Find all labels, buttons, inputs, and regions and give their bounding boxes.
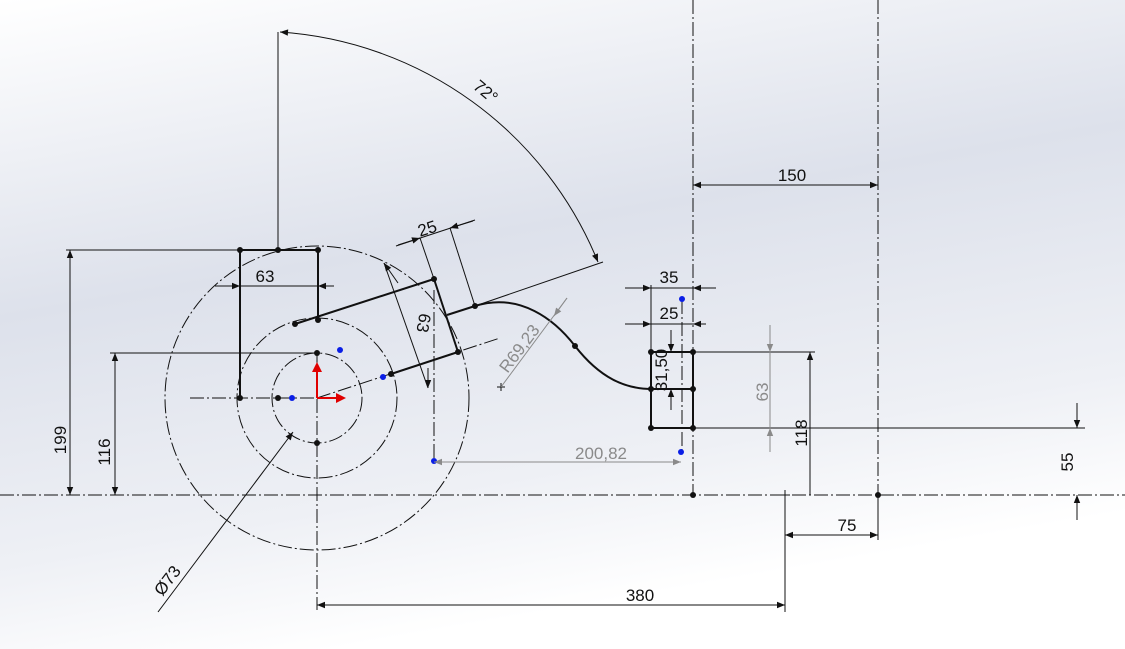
dim-arm-height[interactable]: 63 bbox=[412, 312, 434, 334]
dim-right-rect-bottom[interactable]: 55 bbox=[1058, 453, 1077, 472]
dim-centerline-gap[interactable]: 150 bbox=[778, 166, 806, 185]
dim-right-rect-height[interactable]: 63 bbox=[753, 383, 772, 402]
origin-icon bbox=[312, 362, 346, 403]
dim-driven-distance[interactable]: 200,82 bbox=[575, 444, 627, 463]
dim-right-outer-width[interactable]: 35 bbox=[660, 268, 679, 287]
dim-right-inner-width[interactable]: 25 bbox=[660, 304, 679, 323]
dim-total-380[interactable]: 380 bbox=[626, 586, 654, 605]
dim-left-rect-width[interactable]: 63 bbox=[256, 267, 275, 286]
dim-hub-height[interactable]: 116 bbox=[95, 438, 114, 465]
dim-right-half-height[interactable]: 31,50 bbox=[652, 349, 671, 392]
dim-offset-75[interactable]: 75 bbox=[838, 516, 857, 535]
centerlines bbox=[0, 0, 1125, 610]
dim-right-rect-top[interactable]: 118 bbox=[792, 419, 811, 446]
dim-left-height[interactable]: 199 bbox=[51, 426, 70, 454]
dim-top-arm-width[interactable]: 25 bbox=[415, 217, 439, 241]
dimension-lines bbox=[66, 29, 1085, 613]
